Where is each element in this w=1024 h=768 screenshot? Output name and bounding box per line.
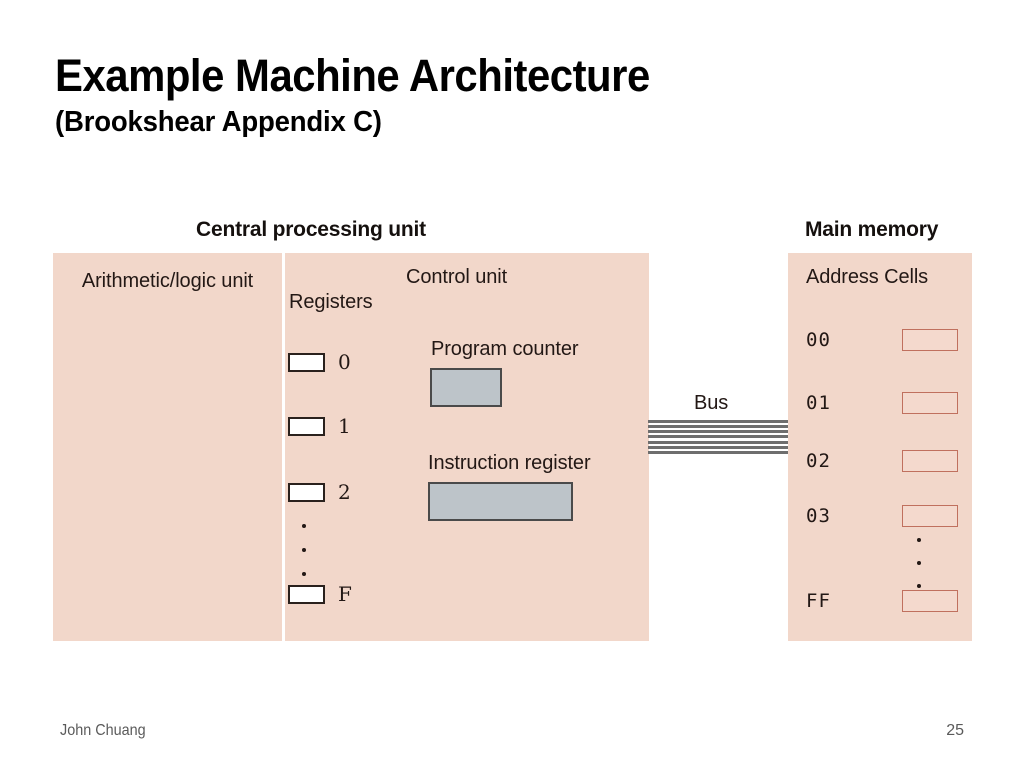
registers-ellipsis-icon — [300, 524, 308, 576]
bus-line — [648, 420, 788, 423]
cpu-section-header: Central processing unit — [196, 218, 426, 241]
footer-page-number: 25 — [946, 722, 964, 739]
main-memory-section-header: Main memory — [805, 218, 939, 241]
arithmetic-logic-unit-label: Arithmetic/logic unit — [81, 270, 254, 292]
memory-row: 00 — [806, 329, 958, 351]
register-label: F — [338, 582, 352, 606]
memory-cell — [902, 392, 958, 414]
bus-lines — [648, 420, 788, 456]
program-counter-label: Program counter — [431, 338, 579, 360]
memory-cell — [902, 450, 958, 472]
memory-row: 01 — [806, 392, 958, 414]
memory-cell — [902, 590, 958, 612]
memory-row: 02 — [806, 450, 958, 472]
register-box — [288, 416, 325, 436]
register-box — [288, 584, 325, 604]
bus-line — [648, 425, 788, 429]
memory-address-label: FF — [806, 589, 831, 612]
control-unit-panel — [285, 253, 649, 641]
register-row: 1 — [288, 416, 351, 436]
bus-label: Bus — [694, 392, 729, 414]
memory-row: 03 — [806, 505, 958, 527]
bus-line — [648, 445, 788, 449]
bus-line — [648, 440, 788, 444]
register-box — [288, 352, 325, 372]
register-row: 2 — [288, 482, 351, 502]
address-cells-column-header: Address Cells — [806, 266, 929, 288]
memory-address-label: 01 — [806, 391, 831, 414]
arithmetic-logic-unit-panel — [53, 253, 282, 641]
memory-ellipsis-icon — [915, 538, 923, 588]
memory-address-label: 03 — [806, 504, 831, 527]
register-label: 2 — [338, 480, 351, 504]
memory-row: FF — [806, 590, 958, 612]
program-counter-box — [430, 368, 502, 407]
register-row: 0 — [288, 352, 351, 372]
page-title: Example Machine Architecture — [55, 50, 650, 101]
instruction-register-box — [428, 482, 573, 521]
register-label: 0 — [338, 350, 351, 374]
bus-line — [648, 430, 788, 434]
control-unit-label: Control unit — [406, 266, 508, 288]
register-label: 1 — [338, 414, 351, 438]
bus-line — [648, 450, 788, 454]
memory-cell — [902, 329, 958, 351]
registers-label: Registers — [289, 291, 373, 313]
footer-author: John Chuang — [60, 722, 146, 739]
memory-address-label: 02 — [806, 449, 831, 472]
page-subtitle: (Brookshear Appendix C) — [55, 106, 382, 138]
instruction-register-label: Instruction register — [428, 452, 591, 474]
bus-line — [648, 435, 788, 439]
memory-address-label: 00 — [806, 328, 831, 351]
main-memory-panel — [788, 253, 972, 641]
register-row: F — [288, 584, 352, 604]
memory-cell — [902, 505, 958, 527]
register-box — [288, 482, 325, 502]
